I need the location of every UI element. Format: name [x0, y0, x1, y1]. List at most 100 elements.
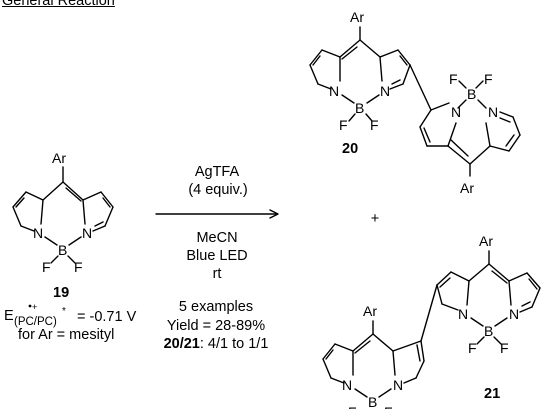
arrow-head [269, 209, 279, 219]
bond [470, 317, 484, 327]
bond [521, 301, 531, 307]
bond [469, 145, 491, 165]
light-line: Blue LED [186, 248, 247, 264]
bond [378, 388, 392, 398]
bond [392, 350, 396, 376]
bond [512, 116, 521, 136]
bond [341, 94, 355, 104]
bond [366, 94, 380, 104]
biaryl-bond [409, 64, 432, 111]
bond [12, 191, 27, 208]
product-20-structure: Ar N N B F F [309, 9, 521, 196]
bond [322, 358, 332, 379]
bond [100, 191, 114, 208]
redox-potential: E (PC/PC) + * = -0.71 V [4, 302, 137, 328]
atom-label: F [42, 259, 51, 275]
atom-label: B [484, 323, 493, 339]
bond [391, 79, 401, 85]
plus-sign: + [371, 211, 379, 227]
atom-label: F [339, 117, 348, 133]
substituent-label: Ar [52, 150, 66, 166]
atom-label: F [370, 117, 379, 133]
bond [475, 80, 484, 89]
compound-number-20: 20 [342, 141, 358, 157]
atom-label: N [458, 306, 468, 322]
bond [420, 340, 425, 362]
atom-label: N [329, 83, 339, 99]
solvent-line: MeCN [196, 230, 237, 246]
atom-label: F [74, 259, 83, 275]
atom-label: B [368, 394, 377, 409]
bond [82, 199, 86, 225]
bond [334, 343, 354, 352]
bond [44, 236, 58, 246]
bond [402, 64, 411, 85]
bond [458, 80, 467, 89]
potential-symbol: E [4, 308, 14, 324]
substituent-label: Ar [350, 9, 364, 25]
bond [62, 181, 84, 201]
bond [477, 99, 487, 109]
bond [392, 340, 422, 352]
bond [499, 111, 514, 118]
atom-label: B [58, 242, 67, 258]
bond [322, 343, 336, 360]
bond [419, 126, 428, 147]
bond [352, 333, 374, 352]
bond [494, 317, 508, 327]
bond [15, 197, 25, 208]
bond [450, 271, 470, 282]
ratio-value: : 4/1 to 1/1 [200, 336, 269, 352]
atom-label: N [451, 104, 461, 120]
atom-label: F [449, 71, 458, 87]
bond [531, 287, 541, 308]
bond [441, 303, 459, 311]
bond [508, 272, 528, 282]
atom-label: F [500, 340, 509, 356]
bond [436, 284, 443, 305]
bond [379, 56, 383, 82]
compound-number-21: 21 [484, 386, 500, 402]
ratio-line: 20/21: 4/1 to 1/1 [164, 336, 269, 352]
reagent-line: AgTFA [195, 164, 240, 180]
bond [499, 117, 511, 123]
bond [330, 377, 345, 384]
atom-label: N [509, 306, 519, 322]
bond [415, 360, 425, 379]
bond [359, 39, 381, 58]
bond [397, 49, 411, 66]
scheme-header: General Reaction [2, 0, 115, 9]
bond [312, 55, 321, 66]
atom-label: F [384, 404, 393, 409]
biaryl-bond [420, 284, 438, 342]
bond [488, 263, 510, 282]
bond [468, 263, 490, 282]
bond [354, 388, 368, 398]
bond [419, 109, 432, 128]
substituent-label: Ar [460, 180, 474, 196]
bond [508, 134, 521, 152]
atom-label: N [380, 83, 390, 99]
atom-label: F [348, 404, 357, 409]
bond [25, 191, 44, 201]
substituent-label: Ar [363, 303, 377, 319]
bond [325, 349, 334, 360]
cation-mark: + [32, 302, 37, 312]
bond [309, 64, 319, 85]
substituent-label: Ar [479, 233, 493, 249]
bond [423, 127, 431, 143]
bond [372, 333, 394, 352]
bond [354, 340, 371, 354]
equivalents-line: (4 equiv.) [188, 182, 247, 198]
bond [50, 255, 59, 264]
atom-label: N [82, 225, 92, 241]
bond [309, 49, 323, 66]
bond [82, 191, 102, 201]
bond [493, 336, 502, 345]
bond [430, 102, 450, 111]
excited-mark: * [62, 306, 66, 317]
bond [104, 206, 114, 227]
bond [321, 49, 341, 58]
atom-label: N [342, 377, 352, 393]
